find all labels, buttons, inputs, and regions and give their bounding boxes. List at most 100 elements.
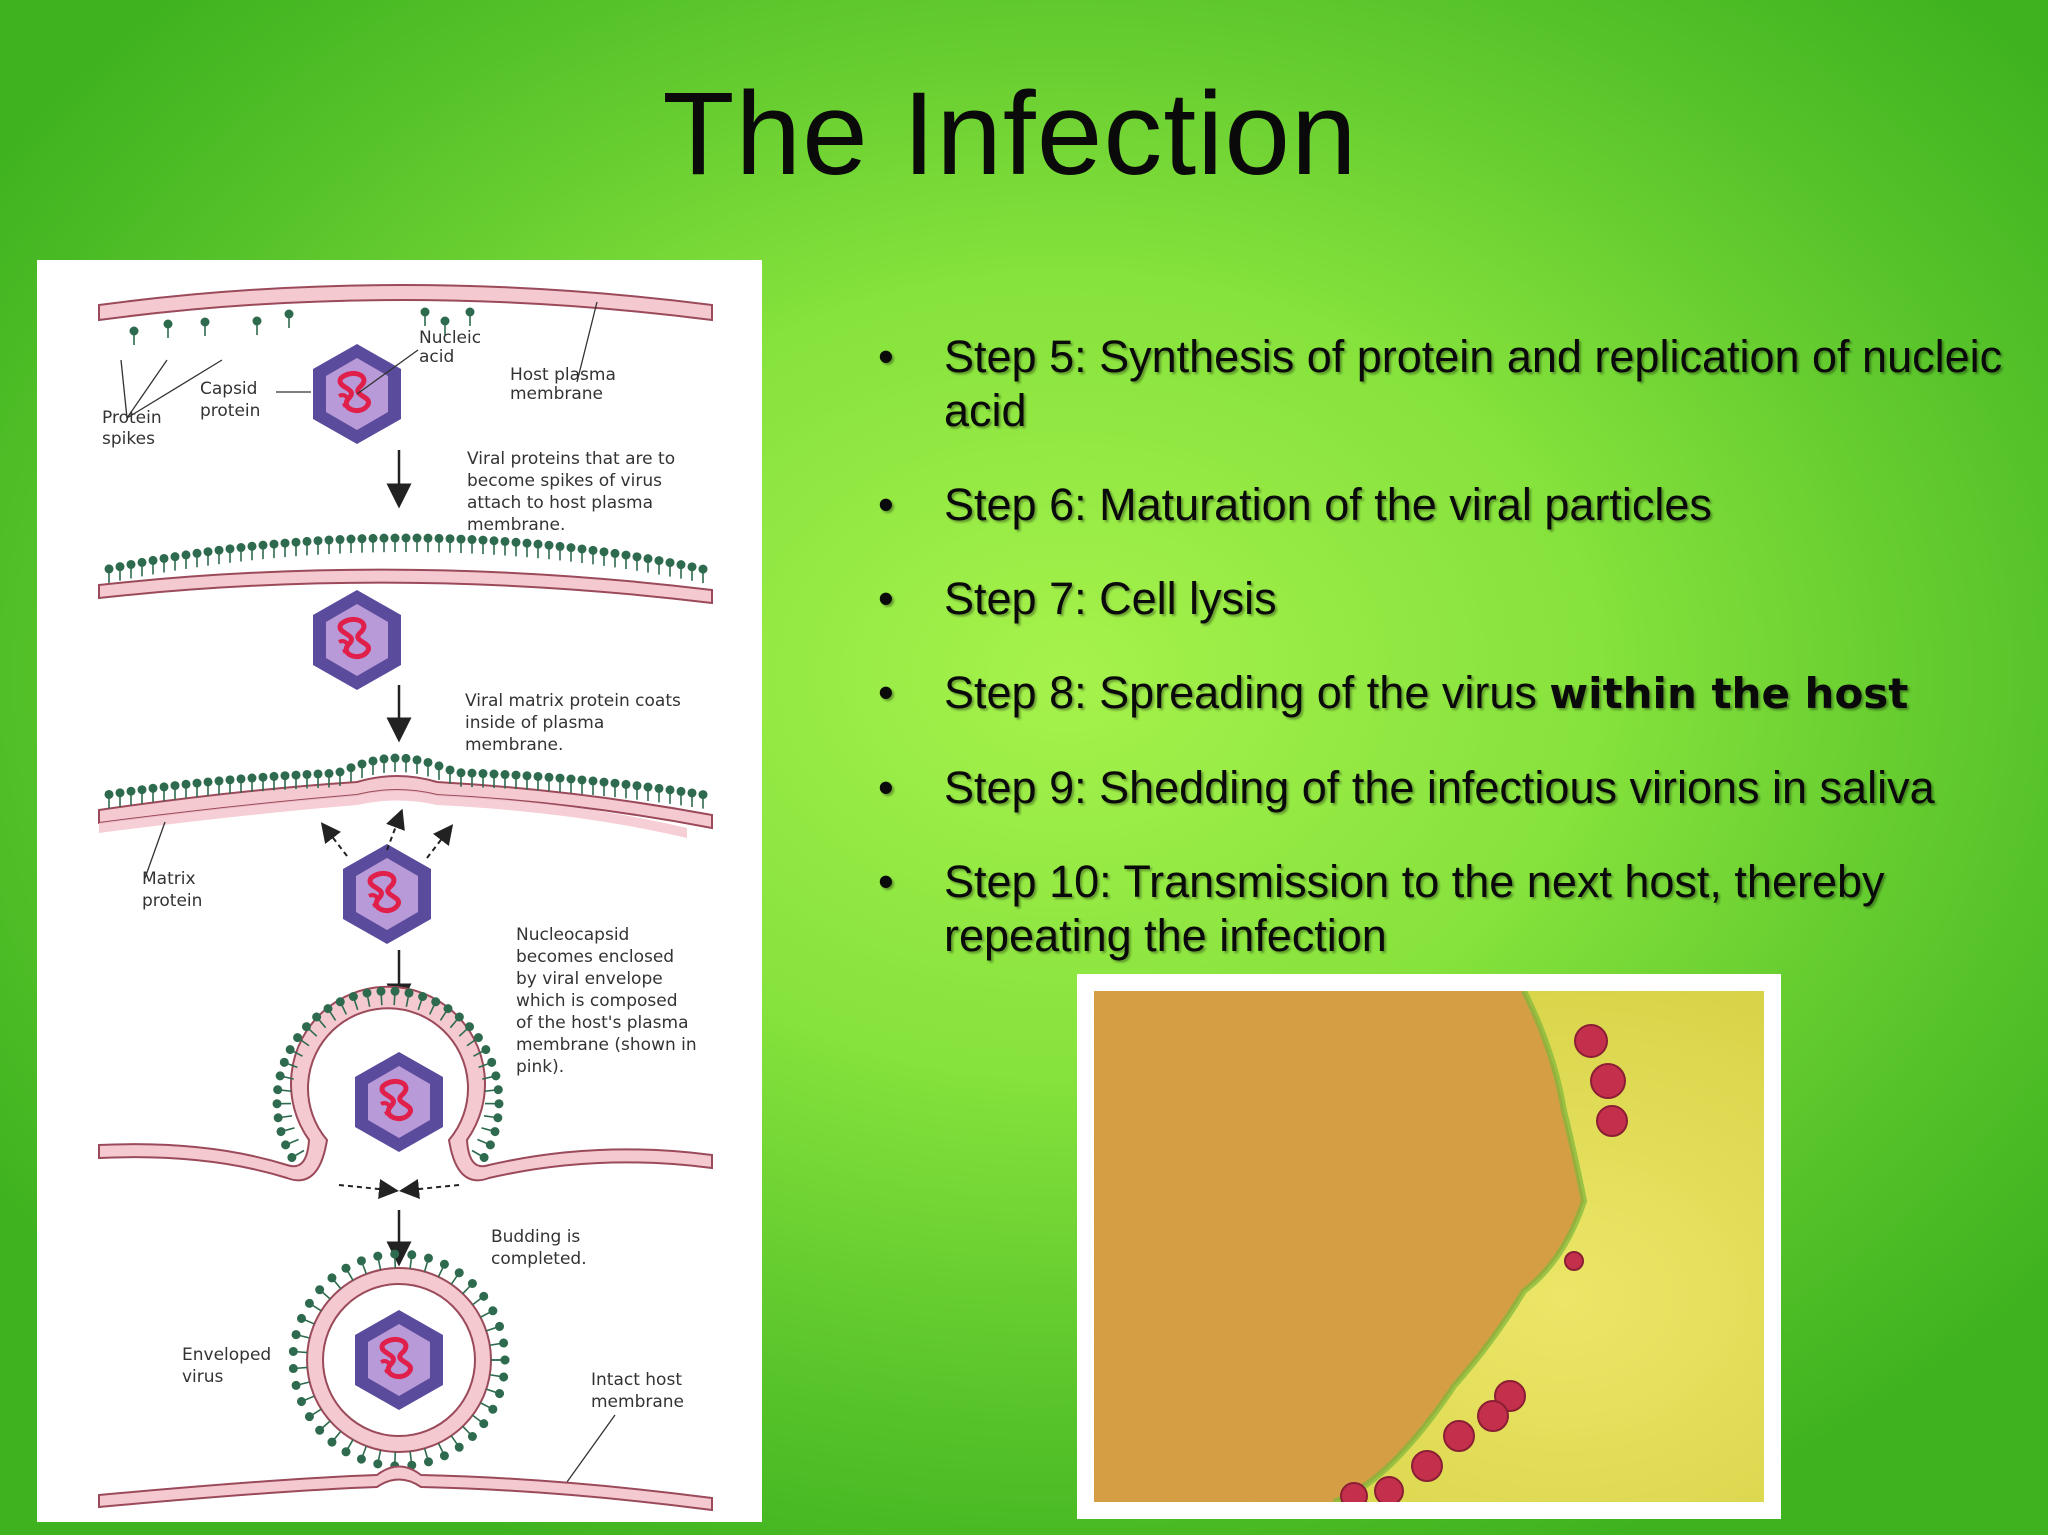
spike-icon	[488, 535, 500, 556]
bullet-step-10: •Step 10: Transmission to the next host,…	[872, 855, 2022, 963]
spike-icon	[371, 1250, 386, 1272]
host-plasma-membrane-1	[98, 284, 713, 322]
spike-icon	[378, 532, 390, 553]
bullet-icon: •	[878, 479, 894, 530]
spike-icon	[400, 532, 412, 553]
intact-host-membrane	[98, 1465, 713, 1512]
virion-particle	[1374, 1476, 1404, 1502]
spike-icon	[532, 538, 544, 559]
spike-icon	[631, 551, 643, 572]
label-enveloped-virus-1: Enveloped	[182, 1345, 271, 1365]
spike-icon	[128, 325, 140, 346]
virion-particle	[1477, 1400, 1509, 1432]
spike-icon	[158, 781, 170, 802]
spike-icon	[213, 775, 225, 796]
spike-icon	[587, 775, 599, 796]
spike-icon	[474, 1134, 498, 1152]
spike-icon	[686, 787, 698, 808]
spike-icon	[213, 544, 225, 566]
spike-icon	[642, 781, 654, 802]
spike-icon	[278, 1134, 302, 1152]
bullet-text: Step 9: Shedding of the infectious virio…	[944, 762, 1935, 813]
spike-icon	[598, 546, 610, 567]
spike-icon	[257, 539, 269, 560]
spike-icon	[169, 551, 181, 572]
spike-icon	[444, 764, 456, 785]
spike-icon	[576, 774, 588, 795]
host-plasma-membrane-2	[98, 568, 713, 605]
spike-icon	[675, 559, 687, 580]
spike-icon	[598, 776, 610, 797]
spike-icon	[419, 1251, 435, 1274]
spike-icon	[631, 780, 643, 801]
bullet-step-7: •Step 7: Cell lysis	[872, 572, 2022, 626]
spike-icon	[389, 532, 401, 553]
spike-icon	[224, 543, 236, 564]
bullet-text: Step 10: Transmission to the next host, …	[944, 856, 1885, 961]
spike-icon	[289, 1376, 312, 1392]
label-note-spikes-1: Viral proteins that are to	[467, 449, 675, 469]
spike-icon	[125, 785, 137, 807]
spike-icon	[697, 789, 709, 810]
spike-icon	[257, 771, 269, 792]
bullet-step-6: •Step 6: Maturation of the viral particl…	[872, 478, 2022, 532]
label-host-plasma-membrane-1: Host plasma	[510, 365, 616, 385]
spike-icon	[565, 542, 577, 563]
spike-icon	[400, 753, 412, 774]
spike-icon	[235, 542, 247, 563]
bullet-icon: •	[878, 667, 894, 718]
spike-icon	[642, 553, 654, 574]
capsid-3	[343, 844, 431, 944]
spike-icon	[488, 1369, 510, 1383]
spike-icon	[246, 540, 258, 562]
spike-icon	[125, 559, 137, 580]
spike-icon	[653, 783, 665, 804]
label-note-budding-1: Budding is	[491, 1227, 580, 1247]
spike-icon	[466, 534, 478, 555]
spike-icon	[411, 754, 423, 775]
spike-icon	[367, 755, 379, 776]
spike-icon	[251, 315, 263, 336]
spike-icon	[686, 561, 698, 582]
spike-icon	[587, 545, 599, 566]
spike-icon	[653, 555, 665, 576]
bullet-text: Step 7: Cell lysis	[944, 573, 1277, 624]
label-intact-host-membrane-1: Intact host	[591, 1370, 682, 1390]
spike-icon	[202, 546, 214, 567]
spike-icon	[389, 1248, 401, 1270]
budding-envelope	[98, 985, 713, 1182]
spike-icon	[103, 789, 115, 810]
spike-icon	[565, 773, 577, 794]
bullet-step-9: •Step 9: Shedding of the infectious viri…	[872, 761, 2022, 815]
spike-icon	[433, 533, 445, 554]
spike-icon	[576, 543, 588, 564]
spike-icon	[532, 771, 544, 792]
spike-icon	[378, 753, 390, 774]
spike-icon	[136, 784, 148, 805]
spike-icon	[323, 534, 335, 555]
spike-icon	[301, 536, 313, 557]
spike-icon	[484, 1098, 505, 1110]
spike-icon	[488, 1337, 510, 1351]
spike-icon	[490, 1354, 511, 1366]
spike-icon	[510, 536, 522, 558]
virion-particle	[1340, 1482, 1368, 1502]
spike-icon	[482, 1110, 504, 1124]
spike-icon	[419, 306, 431, 327]
virion-particle	[1574, 1024, 1608, 1058]
capsid-2	[313, 590, 401, 690]
spike-icon	[334, 534, 346, 555]
spike-icon	[422, 757, 434, 778]
spike-icon	[246, 772, 258, 793]
spike-icon	[271, 1083, 293, 1097]
spike-icon	[114, 787, 126, 808]
spike-icon	[283, 308, 295, 329]
spike-icon	[345, 762, 357, 783]
bullet-list: •Step 5: Synthesis of protein and replic…	[872, 330, 2022, 1003]
label-matrix-protein-1: Matrix	[142, 869, 196, 889]
label-capsid-protein-1: Capsid	[200, 379, 257, 399]
